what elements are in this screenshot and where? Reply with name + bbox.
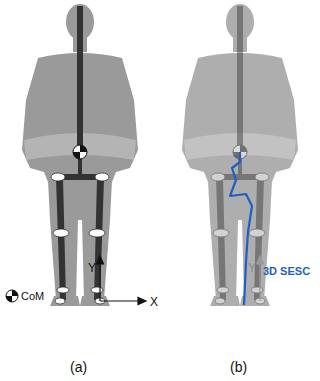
com-legend-label: CoM bbox=[21, 291, 44, 302]
axis-label: X bbox=[150, 296, 158, 308]
trajectory-label: 3D SESC bbox=[263, 266, 310, 277]
panel-label: (b) bbox=[230, 360, 247, 374]
axis-label: Y bbox=[248, 262, 256, 274]
axis-label: Y bbox=[88, 262, 96, 274]
panel-label: (a) bbox=[70, 360, 87, 374]
